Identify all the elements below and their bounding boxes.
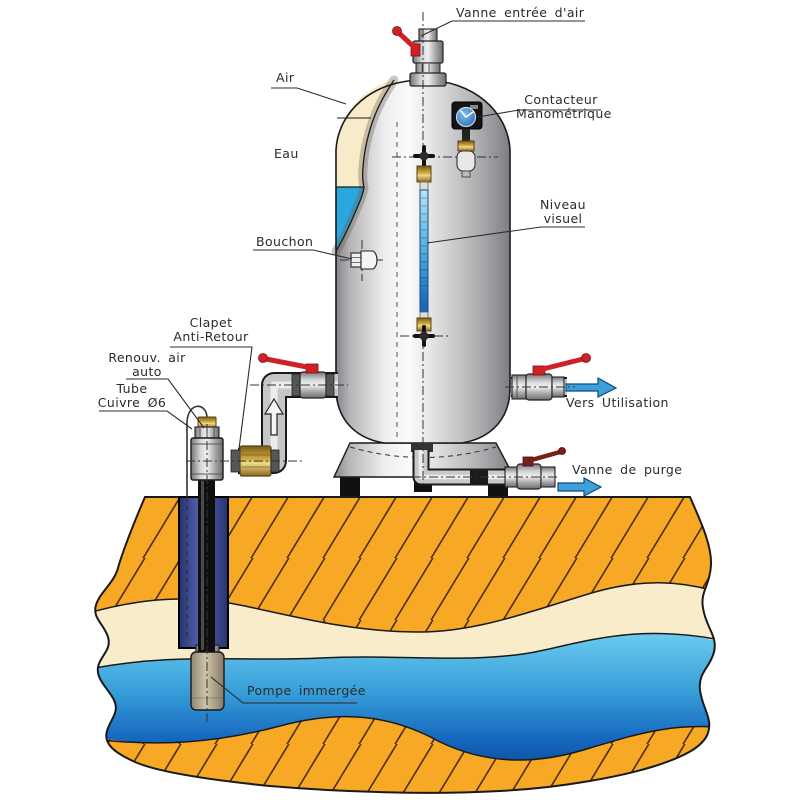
outlet-arrow — [565, 376, 618, 398]
label-tube-cuivre: Tube Cuivre Ø6 — [96, 382, 168, 410]
outlet-valve-handle — [536, 356, 586, 373]
label-tube-line2: Cuivre Ø6 — [97, 395, 167, 410]
outlet-ball-valve — [511, 353, 591, 401]
label-renouv-line2: auto — [132, 364, 162, 379]
inlet-valve-handle — [263, 356, 315, 371]
label-renouv-line1: Renouv. air — [108, 350, 186, 365]
purge-valve — [504, 447, 566, 490]
leader-lines — [99, 20, 601, 704]
sight-gauge — [413, 145, 435, 347]
groundwater-layer — [95, 632, 715, 761]
label-vers-utilisation: Vers Utilisation — [566, 395, 669, 410]
flow-arrow-up — [263, 397, 285, 436]
label-niveau-line1: Niveau — [540, 197, 586, 212]
air-valve-handle — [396, 30, 419, 52]
label-niveau-visuel: Niveau visuel — [538, 198, 588, 226]
tank-cutaway — [331, 75, 399, 256]
label-niveau-line2: visuel — [543, 211, 583, 226]
outlet-piping — [511, 353, 618, 401]
label-contacteur-line2: Manométrique — [516, 106, 612, 121]
pressure-switch — [451, 101, 483, 178]
tank-foot — [340, 477, 360, 496]
label-contacteur-line1: Contacteur — [524, 92, 598, 107]
label-vanne-entree-air: Vanne entrée d'air — [456, 5, 585, 20]
label-clapet-line1: Clapet — [189, 315, 233, 330]
copper-tube — [186, 405, 208, 640]
ground-cross-section — [94, 496, 716, 794]
label-air: Air — [276, 70, 295, 85]
left-supply-piping — [190, 353, 338, 481]
label-clapet-line2: Anti-Retour — [173, 329, 249, 344]
label-pompe-immergee: Pompe immergée — [247, 683, 366, 698]
label-vanne-de-purge: Vanne de purge — [572, 462, 683, 477]
drain-plug-bouchon — [350, 250, 378, 270]
label-contacteur-manometrique: Contacteur Manométrique — [516, 92, 612, 121]
label-bouchon: Bouchon — [256, 234, 314, 249]
soil-layer-top — [95, 497, 715, 632]
label-clapet-anti-retour: Clapet Anti-Retour — [168, 316, 254, 344]
air-inlet-valve — [392, 26, 447, 87]
purge-arrow — [557, 477, 603, 497]
label-renouv-air-auto: Renouv. air auto — [106, 351, 188, 379]
label-tube-line1: Tube — [116, 381, 148, 396]
label-eau: Eau — [274, 146, 299, 161]
